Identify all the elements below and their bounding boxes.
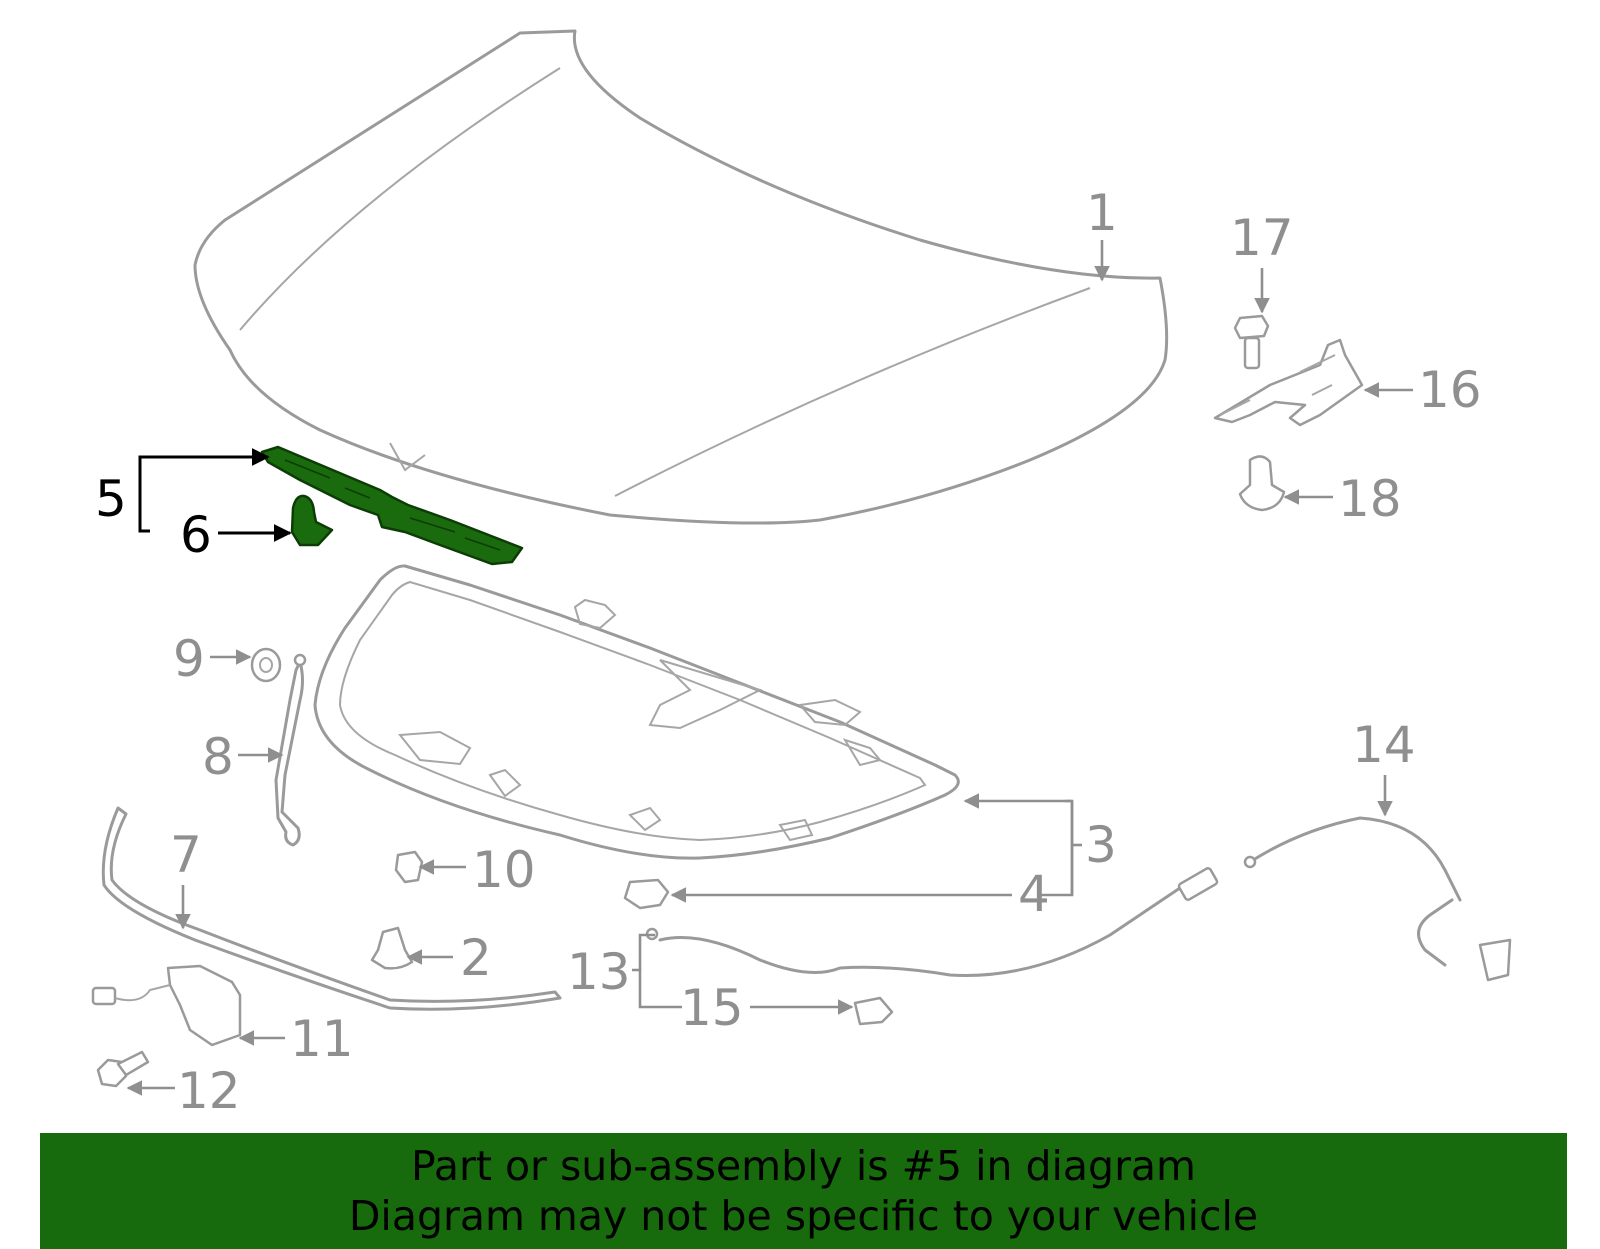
banner-line-2: Diagram may not be specific to your vehi… [348, 1192, 1259, 1240]
release-cable-13 [645, 816, 1512, 982]
callout-13: 13 [567, 943, 631, 1001]
release-handle-4 [623, 878, 670, 910]
hood-clip-highlighted [290, 494, 334, 547]
callout-6: 6 [180, 506, 212, 564]
hood-hinge [1213, 338, 1364, 427]
callout-16: 16 [1418, 361, 1482, 419]
callout-15: 15 [680, 979, 744, 1037]
buffer-2 [370, 926, 414, 970]
callout-14: 14 [1352, 716, 1416, 774]
clip-18 [1238, 455, 1286, 512]
callout-labels: 1 2 3 4 5 6 7 8 9 10 11 12 13 14 15 16 1… [95, 184, 1482, 1120]
leader-lines [126, 240, 1413, 1096]
hood-panel [193, 29, 1169, 525]
callout-5: 5 [95, 470, 127, 528]
callout-9: 9 [173, 630, 205, 688]
callout-12: 12 [177, 1062, 241, 1120]
cable-clip-15 [853, 996, 894, 1026]
callout-11: 11 [290, 1010, 354, 1068]
callout-7: 7 [170, 826, 202, 884]
grommet-9 [250, 647, 282, 683]
hood-latch-11 [91, 964, 242, 1047]
bolt-12 [96, 1050, 150, 1088]
hood-insulator [313, 564, 960, 860]
support-rod-8 [274, 653, 307, 847]
callout-1: 1 [1086, 184, 1118, 242]
info-banner: Part or sub-assembly is #5 in diagram Di… [40, 1133, 1567, 1249]
hood-seal-highlighted [260, 445, 524, 566]
banner-line-1: Part or sub-assembly is #5 in diagram [411, 1142, 1196, 1190]
callout-3: 3 [1085, 816, 1117, 874]
bolt-17 [1233, 314, 1270, 370]
seal-strip-7 [101, 806, 562, 1011]
callout-17: 17 [1230, 209, 1294, 267]
callout-10: 10 [472, 841, 536, 899]
callout-4: 4 [1018, 865, 1050, 923]
callout-18: 18 [1338, 470, 1402, 528]
callout-8: 8 [202, 728, 234, 786]
callout-2: 2 [460, 929, 492, 987]
clip-10 [394, 850, 424, 884]
